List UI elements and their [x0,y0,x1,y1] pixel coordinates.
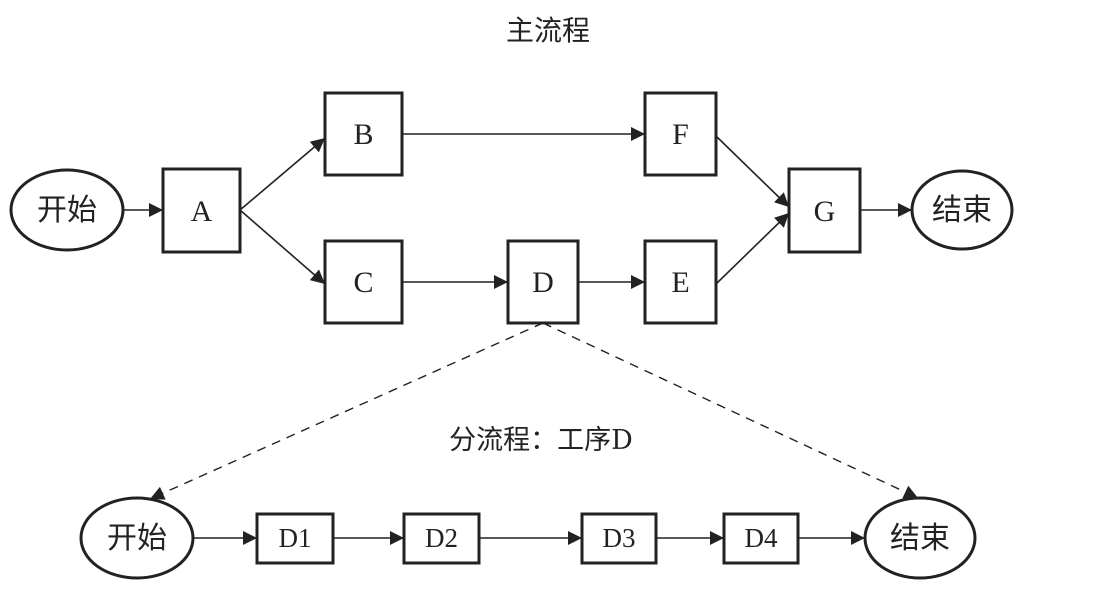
node-label: C [353,266,373,299]
node-d2[interactable]: D2 [402,512,481,565]
edge-a-to-b [239,137,326,211]
node-d1[interactable]: D1 [255,512,335,565]
edge-f-to-g [715,135,790,208]
edge-e-to-g [715,212,790,285]
node-label: 开始 [37,194,97,227]
node-d3[interactable]: D3 [580,512,658,565]
sub-end-ellipse [863,496,977,580]
main-flow-edges [123,127,912,289]
box-f [643,91,718,177]
node-label: F [672,118,689,151]
node-label: 结束 [932,194,992,227]
node-sub-start[interactable]: 开始 [79,496,195,580]
box-d4 [722,512,800,565]
box-c [323,239,404,325]
box-a [161,167,242,254]
node-d[interactable]: D [506,239,580,325]
start-ellipse [9,168,125,252]
dashed-link-d-to-sstart [149,322,544,500]
node-label: D1 [279,523,312,553]
box-d [506,239,580,325]
node-label: D4 [745,523,778,553]
node-a[interactable]: A [161,167,242,254]
node-g[interactable]: G [787,167,862,254]
node-label: G [814,195,836,228]
node-label: D3 [603,523,636,553]
node-label: B [353,118,373,151]
box-d2 [402,512,481,565]
sub-start-ellipse [79,496,195,580]
node-label: D [532,266,554,299]
box-b [323,91,404,177]
node-label: 结束 [890,522,950,555]
node-label: D2 [425,523,458,553]
box-e [643,239,718,325]
expansion-links [149,322,919,500]
node-d4[interactable]: D4 [722,512,800,565]
edge-a-to-c [239,209,326,285]
main-flow-nodes: 开始 A B C D E F G [9,91,1014,325]
sub-flow-title: 分流程：工序D [449,425,633,456]
node-end[interactable]: 结束 [910,169,1014,251]
node-f[interactable]: F [643,91,718,177]
end-ellipse [910,169,1014,251]
node-sub-end[interactable]: 结束 [863,496,977,580]
dashed-link-d-to-send [542,322,919,499]
box-g [787,167,862,254]
box-d3 [580,512,658,565]
node-b[interactable]: B [323,91,404,177]
main-flow-title: 主流程 [506,14,590,47]
node-label: 开始 [107,522,167,555]
sub-flow-nodes: 开始 D1 D2 D3 D4 结束 [79,496,977,580]
node-start[interactable]: 开始 [9,168,125,252]
box-d1 [255,512,335,565]
node-e[interactable]: E [643,239,718,325]
node-label: A [191,195,213,228]
node-c[interactable]: C [323,239,404,325]
node-label: E [671,266,689,299]
